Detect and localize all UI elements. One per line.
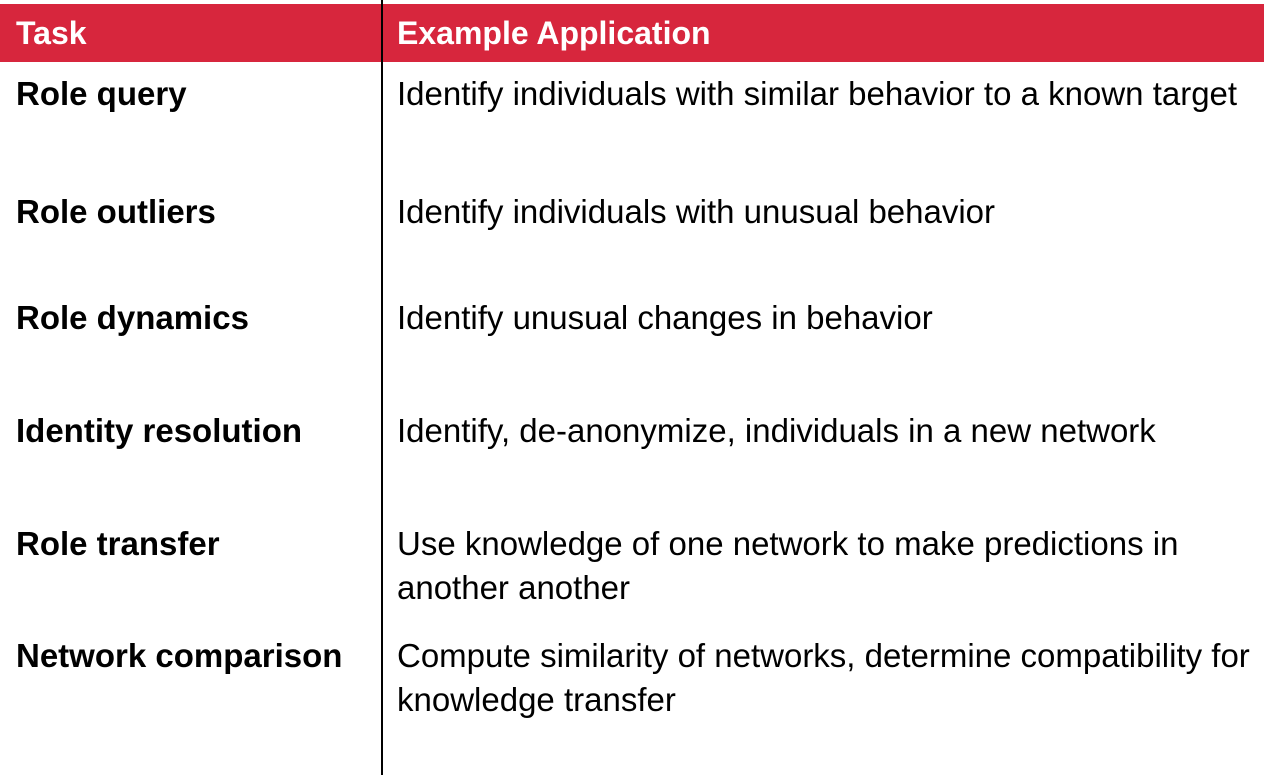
application-cell: Identify individuals with similar behavi…: [397, 75, 1238, 112]
header-task: Task: [16, 15, 87, 51]
task-cell: Role dynamics: [16, 299, 249, 336]
header-example-application: Example Application: [397, 15, 711, 51]
task-cell: Network comparison: [16, 637, 343, 674]
table-header: Task Example Application: [0, 4, 1264, 62]
task-cell: Identity resolution: [16, 412, 303, 449]
application-cell: Identify unusual changes in behavior: [397, 299, 933, 336]
task-cell: Role transfer: [16, 525, 220, 562]
task-cell: Role outliers: [16, 193, 216, 230]
application-cell: Compute similarity of networks, determin…: [397, 637, 1250, 718]
application-cell: Use knowledge of one network to make pre…: [397, 525, 1179, 606]
column-divider: [381, 0, 383, 775]
task-cell: Role query: [16, 75, 187, 112]
application-cell: Identify individuals with unusual behavi…: [397, 193, 996, 230]
application-cell: Identify, de-anonymize, individuals in a…: [397, 412, 1156, 449]
